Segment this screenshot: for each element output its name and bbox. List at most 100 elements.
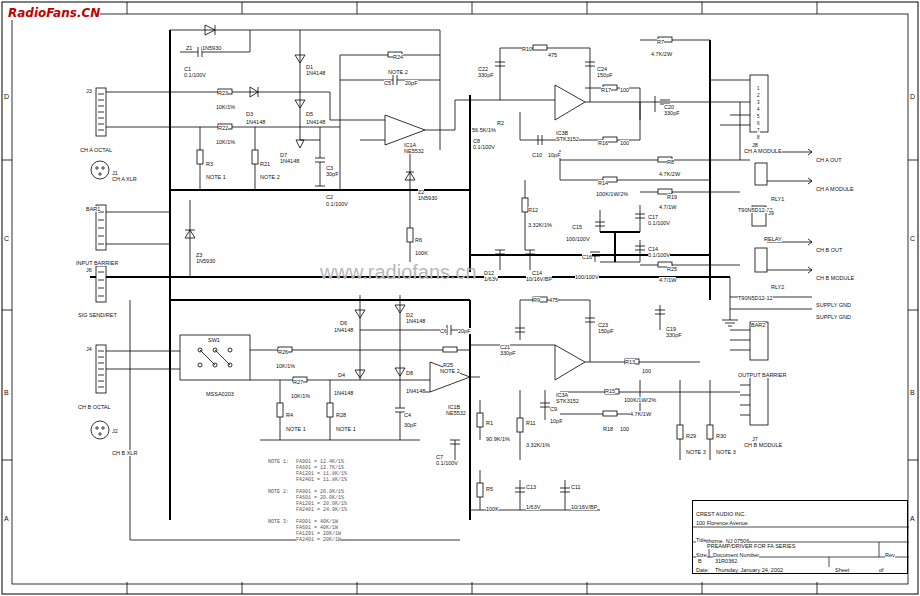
text-anchor: 0.1/100V — [184, 64, 206, 80]
pin-number: 1 — [757, 86, 760, 91]
component-label: 1N4148 — [306, 119, 325, 125]
component-label: D8 — [406, 370, 413, 376]
text-anchor: R2 — [497, 112, 504, 128]
component-label: 150pF — [598, 328, 614, 334]
component-label: R16 — [598, 140, 608, 146]
component-label: INPUT BARRIER — [76, 260, 118, 266]
component-label: C15 — [572, 224, 582, 230]
component-label: 20pF — [458, 328, 471, 334]
component-label: R17 — [601, 87, 611, 93]
note-text: FA2401 = 11.8K/1% — [296, 477, 347, 483]
pin-number: 5 — [757, 114, 760, 119]
text-anchor: R21 — [260, 153, 270, 169]
component-label: R4 — [286, 412, 293, 418]
text-anchor: A — [910, 508, 915, 524]
text-anchor: 100 — [620, 79, 629, 95]
component-label: 0.1/100V — [473, 144, 495, 150]
component-label: NE5532 — [446, 410, 466, 416]
component-label: R15 — [605, 388, 615, 394]
frame-zone-letter: C — [910, 235, 915, 242]
text-anchor: J6 — [86, 259, 92, 275]
text-anchor: 10K/1% — [216, 131, 235, 147]
component-label: D4 — [338, 372, 345, 378]
text-anchor: R24 — [393, 46, 403, 62]
text-anchor: 100 — [620, 418, 629, 434]
component-label: R6 — [415, 237, 422, 243]
title-block-text: 31R0362 — [715, 558, 737, 564]
text-anchor: 1N5930 — [202, 37, 221, 53]
component-label: R24 — [393, 54, 403, 60]
component-label: R26 — [278, 349, 288, 355]
text-anchor: 475 — [549, 289, 558, 305]
text-anchor: R10 — [522, 38, 532, 54]
text-anchor: FA901 = 20.0K/1% — [296, 480, 344, 496]
component-label: 0.1/100V — [648, 252, 670, 258]
component-label: 150pF — [597, 72, 613, 78]
text-anchor: RLY2 — [771, 276, 784, 292]
component-label: 10pF — [548, 152, 561, 158]
title-block-text: Date: — [696, 567, 709, 573]
text-anchor: R9 — [533, 289, 540, 305]
text-anchor: 4.7/1W — [659, 269, 676, 285]
component-label: 10pF — [550, 418, 563, 424]
text-anchor: RELAY — [764, 228, 782, 244]
component-label: 330pF — [500, 350, 516, 356]
component-label: 10/16V/BP — [526, 276, 552, 282]
component-label: 4.7K/2W — [651, 51, 672, 57]
component-label: 100K — [486, 506, 499, 512]
text-anchor: C13 — [526, 476, 536, 492]
text-anchor: R7 — [657, 31, 664, 47]
frame-zone-letter: C — [4, 235, 9, 242]
text-anchor: RLY1 — [771, 188, 784, 204]
component-label: BAR2 — [751, 322, 765, 328]
text-anchor: PREAMP/DRIVER FOR FA SERIES — [707, 535, 795, 551]
component-label: 330pF — [664, 110, 680, 116]
site-logo: RadioFans.CN — [8, 6, 100, 20]
component-label: RLY1 — [771, 196, 784, 202]
component-label: CH B OUT — [816, 247, 842, 253]
text-anchor: MSSA0203 — [206, 383, 234, 399]
note-text: NOTE 3: — [268, 519, 289, 525]
component-label: 4.7/1W — [659, 277, 676, 283]
pin-number: 4 — [757, 107, 760, 112]
text-anchor: CH A OCTAL — [80, 139, 112, 155]
text-anchor: FA2401 = 24.9K/1% — [296, 498, 347, 514]
component-label: CH B MODULE — [816, 275, 854, 281]
text-anchor: 20pF — [405, 72, 418, 88]
text-anchor: 90.9K/1% — [486, 428, 510, 444]
frame-zone-letter: D — [910, 93, 915, 100]
component-label: OUTPUT BARRIER — [738, 372, 787, 378]
component-label: 1N4148 — [406, 318, 425, 324]
text-anchor: B — [910, 382, 915, 398]
text-anchor: 5 — [757, 105, 760, 121]
text-anchor: R16 — [598, 132, 608, 148]
component-label: D5 — [306, 111, 313, 117]
text-anchor: CH B XLR — [112, 442, 137, 458]
text-anchor: R22 — [218, 117, 228, 133]
text-anchor: CH A MODULE — [816, 178, 854, 194]
text-anchor: NOTE 3: — [268, 510, 289, 526]
text-anchor: 3.32K/1% — [526, 434, 550, 450]
text-anchor: 10K/1% — [216, 96, 235, 112]
component-label: T90N5D12-12 — [738, 295, 773, 301]
text-anchor: 1N4148 — [306, 62, 325, 78]
component-label: R1 — [486, 420, 493, 426]
text-anchor: STK3152 — [556, 128, 579, 144]
text-anchor: J3 — [86, 80, 92, 96]
component-label: R14 — [598, 180, 608, 186]
text-anchor: NOTE 1 — [286, 418, 306, 434]
text-anchor: C — [910, 228, 915, 244]
text-anchor: BAR2 — [751, 314, 765, 330]
text-anchor: INPUT BARRIER — [76, 252, 118, 268]
text-anchor: 100K/1W/2% — [596, 183, 628, 199]
component-label: C13 — [526, 484, 536, 490]
component-label: 100/100V — [566, 236, 590, 242]
component-label: CH B MODULE — [744, 442, 782, 448]
component-label: C10 — [532, 152, 542, 158]
text-anchor: C5 — [384, 72, 391, 88]
title-block-text: CREST AUDIO INC. — [696, 511, 746, 517]
text-anchor: 1N4148 — [334, 382, 353, 398]
frame-zone-letter: B — [4, 389, 9, 396]
component-label: C11 — [571, 484, 581, 490]
text-anchor: D5 — [306, 103, 313, 119]
